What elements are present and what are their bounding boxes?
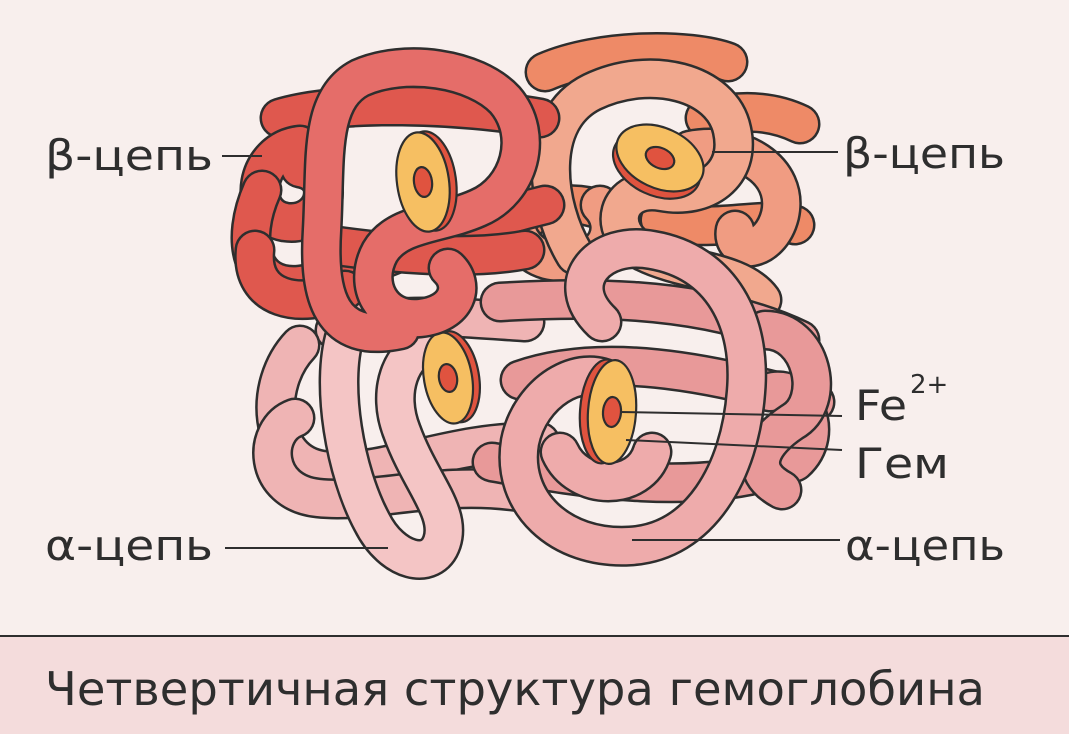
leader-line-iron [619,411,843,417]
label-iron: Fe [855,381,907,430]
label-alpha-left: α-цепь [45,521,213,570]
chain-segment [527,34,746,90]
label-beta-right: β-цепь [843,129,1005,178]
chain-segment [303,49,539,351]
label-alpha-right: α-цепь [845,521,1005,570]
label-beta-left: β-цепь [45,131,213,180]
caption-title: Четвертичная структура гемоглобина [45,662,985,716]
iron-center [412,165,434,199]
chain-segment [257,327,558,490]
heme-disc [395,130,458,233]
heme-disc [421,330,481,425]
label-iron-charge: 2+ [910,370,948,400]
chain-segment [500,230,765,565]
iron-center [644,145,676,171]
beta-chain-top-left [230,47,566,354]
heme-disc [611,123,705,200]
label-heme: Гем [855,439,949,488]
alpha-chain-bottom-right [471,228,836,567]
heme-disc [578,358,638,466]
leader-line-heme [625,439,843,451]
chain-segment [321,317,462,578]
chain-segment [542,434,670,500]
chain-segment [743,312,830,508]
caption-band [0,636,1069,734]
chain-segment [254,400,538,517]
